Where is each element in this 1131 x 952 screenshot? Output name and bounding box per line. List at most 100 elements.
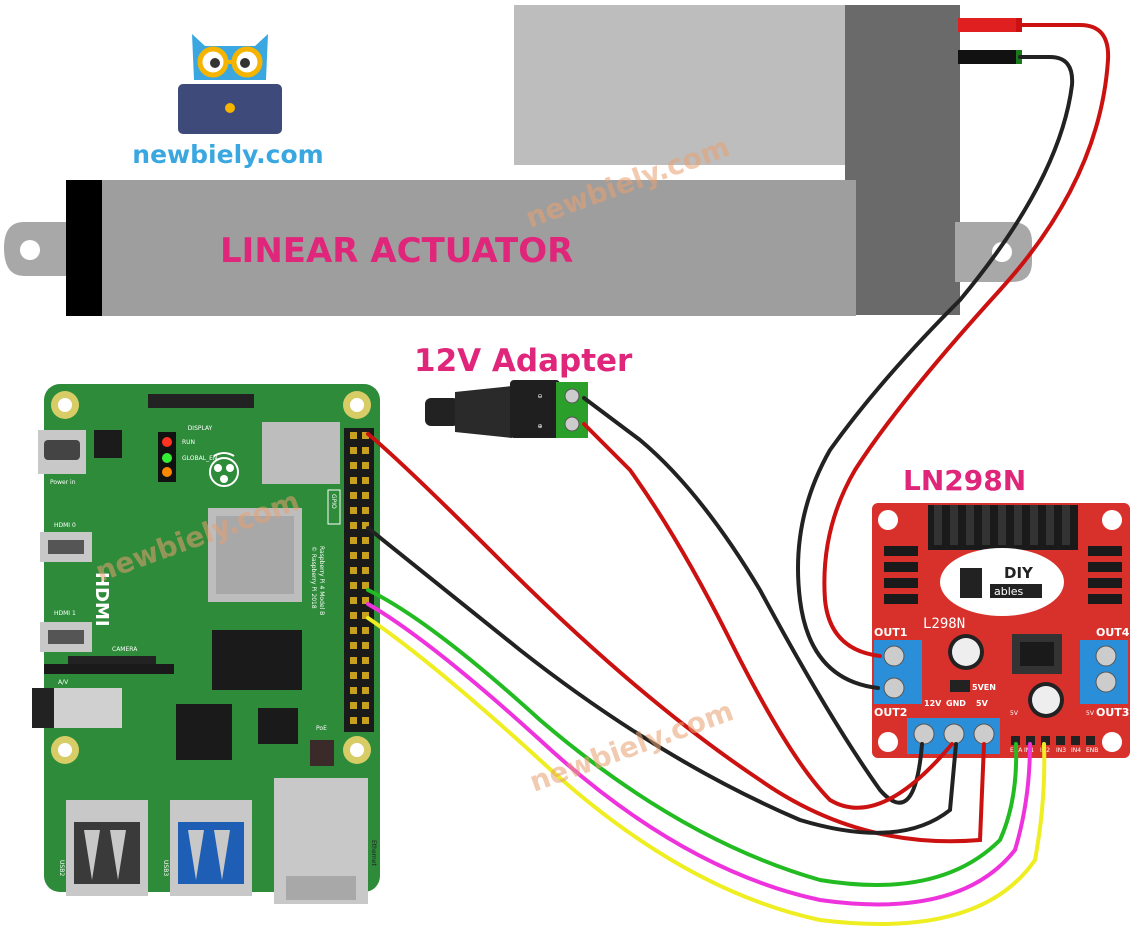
gpio-pin xyxy=(362,567,369,574)
wire-actuator-red xyxy=(822,23,1111,658)
gpio-pin xyxy=(362,717,369,724)
wire-adapter-red xyxy=(582,422,954,810)
actuator-gearbox xyxy=(845,5,960,315)
pin-in4-label: IN4 xyxy=(1071,747,1081,754)
raspberry-pi-board: DISPLAY Power in RUN GLOBAL_EN HDMI HDMI… xyxy=(32,384,380,904)
out3-label: OUT3 xyxy=(1096,706,1129,719)
wire-pi-black xyxy=(366,526,958,835)
driver-pcb xyxy=(872,503,1130,758)
out2-label: OUT2 xyxy=(874,706,907,719)
diode xyxy=(884,594,918,604)
led-global-label: GLOBAL_EN xyxy=(182,455,217,462)
5ven-label: 5VEN xyxy=(972,683,996,692)
front-mount-hole xyxy=(20,240,40,260)
svg-text:⊖: ⊖ xyxy=(537,393,542,400)
brand-bottom: ables xyxy=(994,585,1024,598)
diode xyxy=(1088,594,1122,604)
diode-array-left xyxy=(884,546,918,604)
display-connector xyxy=(148,394,254,408)
actuator-black-lead xyxy=(958,50,1016,64)
actuator-motor-housing xyxy=(514,5,854,165)
gpio-header xyxy=(344,428,374,732)
gpio-pin xyxy=(350,717,357,724)
gpio-pin xyxy=(362,447,369,454)
gpio-pin xyxy=(362,687,369,694)
wire-pi-yellow xyxy=(366,616,1047,926)
gpio-pin xyxy=(350,687,357,694)
gpio-pin xyxy=(350,507,357,514)
actuator-label: LINEAR ACTUATOR xyxy=(220,231,573,271)
gpio-pin xyxy=(362,642,369,649)
gpio-pin xyxy=(362,597,369,604)
control-pin xyxy=(1086,736,1095,745)
diode-array-right xyxy=(1088,546,1122,604)
actuator-tube xyxy=(66,180,856,316)
control-pin xyxy=(1056,736,1065,745)
raspberry-logo-icon xyxy=(209,452,239,487)
led-run-label: RUN xyxy=(182,439,195,446)
laptop-icon xyxy=(178,84,282,134)
led-orange xyxy=(162,467,172,477)
gpio-pin xyxy=(350,582,357,589)
pin-gnd-label: GND xyxy=(946,699,966,708)
control-pin xyxy=(1071,736,1080,745)
heatsink-fin xyxy=(1014,505,1022,545)
control-pin-header xyxy=(1011,736,1095,745)
control-pin xyxy=(1026,736,1035,745)
gpio-pin xyxy=(350,642,357,649)
gpio-pin xyxy=(350,702,357,709)
usb3-label: USB3 xyxy=(162,860,169,876)
barrel-jack xyxy=(425,398,459,426)
poe-label: PoE xyxy=(316,725,327,732)
gpio-pin xyxy=(350,567,357,574)
control-pin xyxy=(1041,736,1050,745)
gpio-pin xyxy=(350,432,357,439)
gpio-pin xyxy=(362,522,369,529)
gpio-pin xyxy=(350,657,357,664)
gpio-pin xyxy=(362,612,369,619)
wires xyxy=(366,23,1111,926)
pin-5v-left-label: 5V xyxy=(1010,710,1019,717)
adapter-label: 12V Adapter xyxy=(414,343,633,379)
led-red xyxy=(162,437,172,447)
gpio-pin xyxy=(350,477,357,484)
diode xyxy=(884,562,918,572)
gpio-pin xyxy=(362,432,369,439)
hdmi-silkscreen: HDMI xyxy=(91,572,112,627)
usb2-label: USB2 xyxy=(58,860,65,876)
power-in-label: Power in xyxy=(50,479,76,486)
heatsink-fin xyxy=(998,505,1006,545)
gpio-pin xyxy=(362,552,369,559)
gpio-pin xyxy=(362,462,369,469)
chip-label: L298N xyxy=(923,616,965,632)
wire-actuator-black xyxy=(796,55,1075,690)
driver-label: LN298N xyxy=(903,464,1026,497)
diode xyxy=(884,578,918,588)
gpio-pin xyxy=(362,627,369,634)
gpio-pin xyxy=(362,537,369,544)
out1-label: OUT1 xyxy=(874,626,907,639)
heatsink-fin xyxy=(1062,505,1070,545)
led-green xyxy=(162,453,172,463)
control-pin xyxy=(1011,736,1020,745)
heatsink-fin xyxy=(982,505,990,545)
wire-adapter-black xyxy=(582,396,924,805)
gpio-pin xyxy=(350,672,357,679)
out1-out2-terminal xyxy=(874,640,922,704)
brand-top: DIY xyxy=(1004,564,1034,582)
model-label: Raspberry Pi 4 Model B xyxy=(318,546,325,615)
diyables-logo: DIY ables xyxy=(940,548,1064,616)
pin-5v-label: 5V xyxy=(976,699,989,708)
ethernet-port: Ethernet xyxy=(274,778,377,904)
newbiely-logo: newbiely.com xyxy=(132,34,324,169)
out3-out4-terminal xyxy=(1080,640,1128,704)
l298n-driver-board: DIY ables L298N OUT1 OUT2 OUT4 OUT3 xyxy=(872,464,1130,758)
out4-label: OUT4 xyxy=(1096,626,1130,639)
heatsink-fin xyxy=(934,505,942,545)
adapter-body xyxy=(455,386,512,438)
gpio-pin xyxy=(350,627,357,634)
gpio-pin xyxy=(350,462,357,469)
gpio-pin xyxy=(362,492,369,499)
